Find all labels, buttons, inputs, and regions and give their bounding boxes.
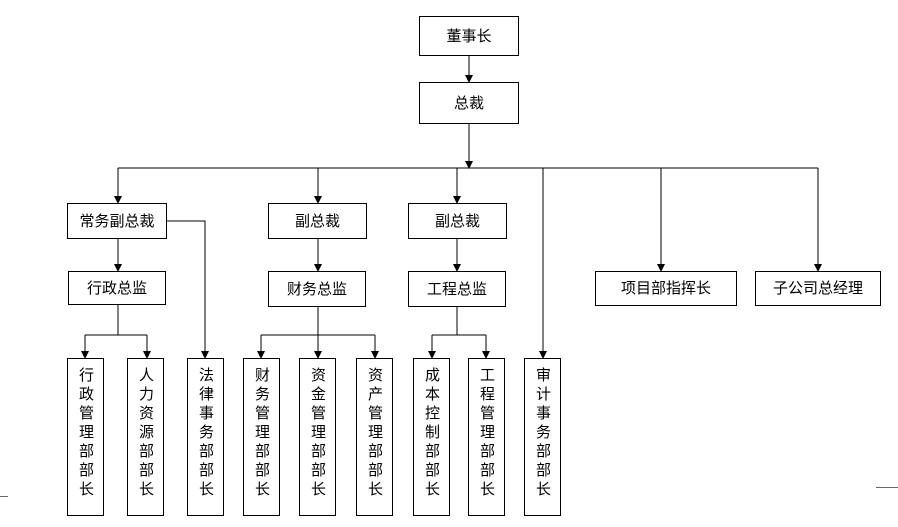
node-president: 总裁: [419, 82, 519, 124]
node-legal-dept-head-label: 法律事务部部长: [197, 367, 215, 500]
node-vp-2-label: 副总裁: [434, 211, 480, 230]
node-president-label: 总裁: [453, 93, 484, 112]
node-hr-dept-head: 人力资源部部长: [127, 358, 164, 516]
node-engineering-dept-head-label: 工程管理部部长: [478, 367, 496, 500]
node-finance-director: 财务总监: [268, 271, 366, 307]
node-finance-dept-head-label: 财务管理部部长: [253, 367, 271, 500]
edge-exec-legal: [167, 220, 209, 359]
node-engineering-director: 工程总监: [408, 271, 506, 307]
node-finance-director-label: 财务总监: [286, 279, 347, 298]
node-engineering-director-label: 工程总监: [426, 279, 487, 298]
node-audit-dept-head: 审计事务部部长: [524, 358, 561, 516]
node-funds-dept-head: 资金管理部部长: [299, 358, 336, 516]
node-chairman-label: 董事长: [446, 26, 492, 45]
node-cost-dept-head: 成本控制部部长: [413, 358, 450, 516]
node-vp-1: 副总裁: [268, 203, 367, 239]
node-chairman: 董事长: [419, 16, 519, 56]
node-audit-dept-head-label: 审计事务部部长: [534, 367, 552, 500]
node-admin-dept-head-label: 行政管理部部长: [77, 367, 95, 500]
node-project-commander-label: 项目部指挥长: [620, 279, 711, 297]
node-vp-2: 副总裁: [408, 203, 507, 239]
node-project-commander: 项目部指挥长: [595, 271, 737, 306]
node-admin-dept-head: 行政管理部部长: [67, 358, 104, 516]
page-edge-mark-right: [876, 487, 898, 488]
node-vp-1-label: 副总裁: [294, 211, 340, 230]
node-admin-director-label: 行政总监: [86, 278, 147, 297]
node-cost-dept-head-label: 成本控制部部长: [423, 367, 441, 500]
node-subsidiary-gm-label: 子公司总经理: [772, 279, 863, 297]
node-hr-dept-head-label: 人力资源部部长: [137, 367, 155, 500]
node-subsidiary-gm: 子公司总经理: [755, 271, 881, 306]
node-admin-director: 行政总监: [68, 271, 166, 305]
node-assets-dept-head-label: 资产管理部部长: [366, 367, 384, 500]
node-engineering-dept-head: 工程管理部部长: [468, 358, 505, 516]
node-exec-vp: 常务副总裁: [67, 203, 167, 239]
node-exec-vp-label: 常务副总裁: [79, 211, 155, 230]
node-finance-dept-head: 财务管理部部长: [243, 358, 280, 516]
node-assets-dept-head: 资产管理部部长: [356, 358, 393, 516]
node-legal-dept-head: 法律事务部部长: [187, 358, 224, 516]
page-edge-mark-left: [0, 496, 8, 497]
node-funds-dept-head-label: 资金管理部部长: [309, 367, 327, 500]
